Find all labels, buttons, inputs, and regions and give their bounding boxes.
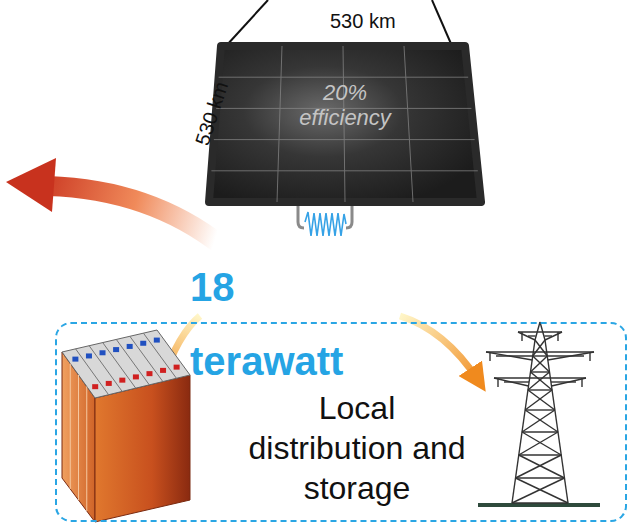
terminal xyxy=(154,338,160,343)
tower-strut xyxy=(548,352,594,360)
output-arrow xyxy=(48,186,222,246)
tower-strut xyxy=(533,340,545,356)
terminal xyxy=(92,384,98,389)
solar-panel: 20% efficiency xyxy=(205,42,485,208)
tower-strut xyxy=(544,335,552,336)
tower-strut xyxy=(504,381,529,382)
tower-strut xyxy=(525,409,555,410)
cell-divider xyxy=(116,339,149,384)
terminal xyxy=(133,374,139,379)
tower-strut xyxy=(540,322,545,340)
panel-frame xyxy=(209,46,481,202)
cell-edge xyxy=(70,364,71,490)
power-label: 18 terawatt xyxy=(190,250,390,398)
terminal xyxy=(119,378,125,383)
terminal xyxy=(86,353,92,358)
tower-strut xyxy=(551,378,586,386)
tower-strut xyxy=(512,502,568,503)
tower-strut xyxy=(533,356,550,372)
cell-edge xyxy=(78,375,79,500)
tower-strut xyxy=(535,322,540,340)
tower-strut xyxy=(494,377,586,378)
cell-divider xyxy=(130,336,163,381)
tower-strut xyxy=(516,478,568,503)
terminal xyxy=(106,381,112,386)
dimension-label: 530 km xyxy=(330,10,410,33)
tower-strut xyxy=(522,432,561,455)
efficiency-label: 20% efficiency xyxy=(285,80,405,131)
tower-strut xyxy=(486,351,594,352)
terminal xyxy=(140,341,146,346)
tower-strut xyxy=(533,355,548,356)
suspension-line xyxy=(226,0,452,46)
cell-divider xyxy=(143,333,176,378)
cell-grid xyxy=(211,170,477,171)
transmission-tower xyxy=(478,322,600,505)
terminal xyxy=(113,347,119,352)
cell-grid xyxy=(219,77,469,78)
tower-strut xyxy=(545,332,562,340)
tower-strut xyxy=(518,332,535,340)
terminal xyxy=(72,357,78,362)
tower-strut xyxy=(589,352,590,361)
tower-strut xyxy=(494,378,529,386)
tower-strut xyxy=(516,455,562,478)
terminal xyxy=(100,350,106,355)
tower-strut xyxy=(528,390,555,410)
tower-strut xyxy=(528,335,536,336)
tower-strut xyxy=(522,431,558,432)
tower-strut xyxy=(557,332,558,341)
output-arrow-head xyxy=(6,158,56,212)
terminal xyxy=(127,344,133,349)
tower-strut xyxy=(519,432,558,455)
tower-strut xyxy=(512,478,564,503)
tower-strut xyxy=(547,355,584,356)
cell-grid xyxy=(277,46,282,202)
terminal xyxy=(146,371,152,376)
tower-strut xyxy=(525,390,552,410)
cell-divider xyxy=(103,343,136,389)
tower-strut xyxy=(551,381,576,382)
tower-strut xyxy=(535,340,547,356)
tower-strut xyxy=(519,455,565,478)
tower-strut xyxy=(496,355,533,356)
terminal xyxy=(160,368,166,373)
battery-icon xyxy=(62,330,190,522)
tower-strut xyxy=(518,331,562,332)
tower-strut xyxy=(516,477,565,478)
tower-strut xyxy=(528,372,550,390)
tower-strut xyxy=(497,378,498,387)
tower-strut xyxy=(530,371,549,372)
cell-edge xyxy=(86,387,87,512)
cell-grid xyxy=(404,46,413,202)
distribution-arrow xyxy=(400,316,478,380)
cell-grid xyxy=(214,139,475,140)
terminal xyxy=(174,365,180,370)
tower-strut xyxy=(530,356,547,372)
tower-strut xyxy=(581,378,582,387)
tower-strut xyxy=(486,352,532,360)
tower-strut xyxy=(522,410,555,432)
lightning-symbol xyxy=(305,212,346,236)
tower-strut xyxy=(521,332,522,341)
tower-strut xyxy=(519,454,561,455)
tower-strut xyxy=(528,389,552,390)
cell-divider xyxy=(76,349,109,395)
tower-strut xyxy=(525,410,558,432)
tower-strut xyxy=(489,352,490,361)
region-label: Local distribution and storage xyxy=(247,388,467,508)
tower-strut xyxy=(530,372,552,390)
cell-divider xyxy=(89,346,122,392)
